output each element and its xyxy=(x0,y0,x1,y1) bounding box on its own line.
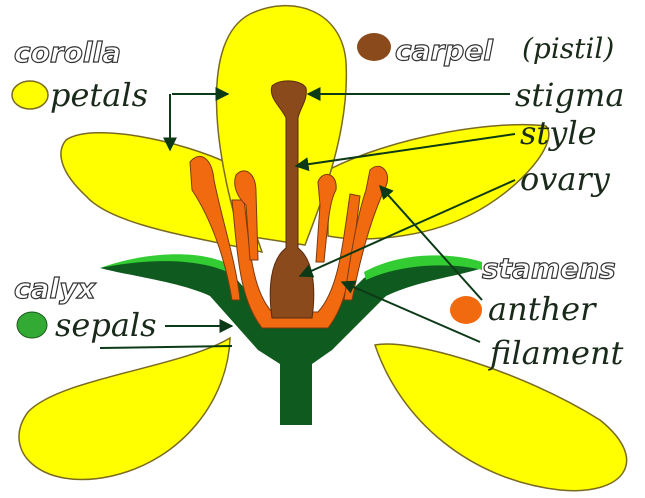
stigma-label: stigma xyxy=(515,76,624,114)
sepals-label: sepals xyxy=(55,306,157,344)
sepals-legend-dot xyxy=(16,311,48,339)
petal-bottom-left xyxy=(18,336,231,481)
ovary-label: ovary xyxy=(520,160,611,198)
stamen-right-outer xyxy=(343,165,388,301)
stamen-right-inner xyxy=(315,174,337,263)
stamen-left-outer xyxy=(189,156,241,301)
carpel-shape xyxy=(269,80,315,319)
carpel-label: carpel xyxy=(395,34,493,67)
stamen-left-inner xyxy=(234,170,259,261)
carpel-legend-dot xyxy=(357,33,391,61)
anther-label: anther xyxy=(488,290,597,328)
filament-label: filament xyxy=(488,334,624,372)
petals-label: petals xyxy=(50,76,148,114)
sepal-right-highlight xyxy=(364,255,482,280)
pistil-label: (pistil) xyxy=(522,32,614,65)
calyx-label: calyx xyxy=(14,272,96,305)
anther-legend-dot xyxy=(450,296,482,324)
sepal-left-highlight xyxy=(100,254,232,274)
stamens-label: stamens xyxy=(482,252,616,285)
petals-legend-dot xyxy=(11,80,49,110)
petal-bottom-right xyxy=(374,343,628,492)
stamens-cup xyxy=(231,193,361,329)
style-label: style xyxy=(520,114,597,152)
corolla-label: corolla xyxy=(14,36,121,69)
calyx-shape xyxy=(100,258,482,425)
